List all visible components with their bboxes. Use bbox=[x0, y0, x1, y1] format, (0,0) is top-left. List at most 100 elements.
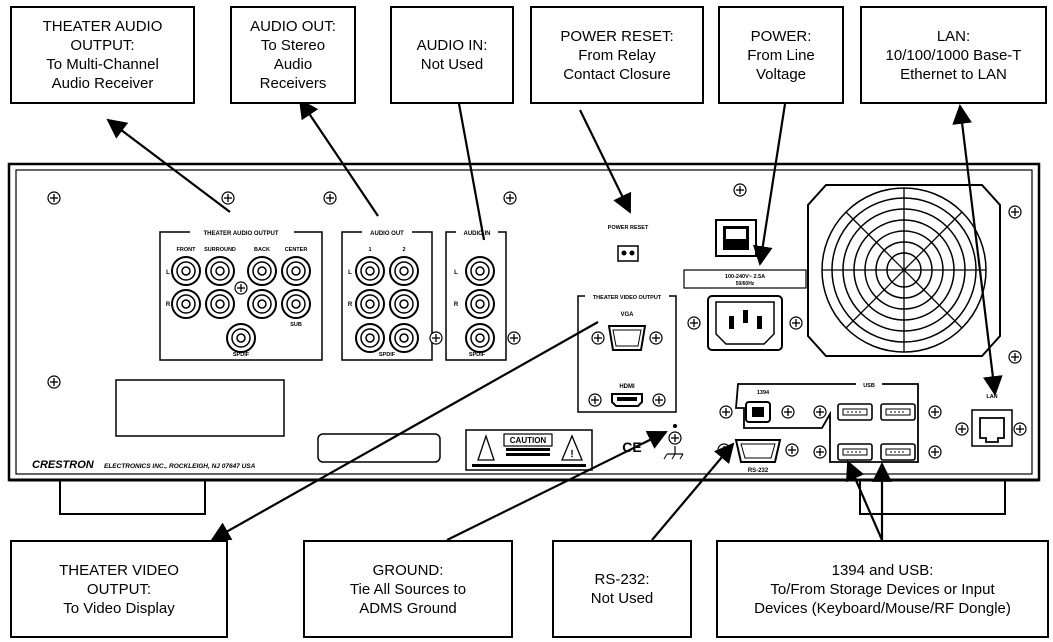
lan-label: LAN bbox=[986, 394, 997, 400]
channel-1-label: 1 bbox=[368, 247, 371, 253]
screw-icon bbox=[221, 191, 235, 205]
rca-jack[interactable] bbox=[355, 289, 385, 319]
screw-icon bbox=[507, 331, 521, 345]
right-channel-label: R bbox=[348, 302, 353, 308]
right-channel-label: R bbox=[166, 302, 171, 308]
rca-jack[interactable] bbox=[247, 289, 277, 319]
callout-text: 10/100/1000 Base-T bbox=[885, 46, 1022, 64]
center-label: CENTER bbox=[285, 247, 308, 253]
rs232-label: RS-232 bbox=[748, 468, 769, 474]
callout-audio-in: AUDIO IN: Not Used bbox=[390, 6, 514, 104]
callout-text: OUTPUT: bbox=[86, 580, 152, 598]
callout-text: GROUND: bbox=[372, 561, 444, 579]
power-reset-terminal[interactable] bbox=[617, 245, 639, 262]
callout-text: AUDIO IN: bbox=[416, 37, 488, 54]
callout-text: Audio bbox=[273, 56, 313, 73]
callout-text: From Relay bbox=[578, 46, 656, 64]
hdmi-label: HDMI bbox=[619, 384, 635, 390]
callout-text: Tie All Sources to bbox=[349, 580, 467, 598]
back-label: BACK bbox=[254, 247, 270, 253]
right-channel-label: R bbox=[454, 302, 459, 308]
callout-text: Devices (Keyboard/Mouse/RF Dongle) bbox=[754, 599, 1011, 617]
rca-jack[interactable] bbox=[389, 289, 419, 319]
callout-text: To Stereo bbox=[260, 37, 326, 54]
screw-icon bbox=[813, 405, 827, 419]
power-reset-label: POWER RESET bbox=[608, 225, 649, 231]
callout-text: To Video Display bbox=[63, 599, 175, 617]
port-1394-label: 1394 bbox=[757, 390, 770, 396]
callout-text: RS-232: bbox=[594, 571, 650, 588]
usb-label: USB bbox=[863, 383, 875, 389]
ground-icon bbox=[663, 446, 684, 460]
rca-jack[interactable] bbox=[171, 289, 201, 319]
callout-text: Receivers bbox=[259, 75, 327, 92]
screw-icon bbox=[789, 316, 803, 330]
screw-icon bbox=[813, 445, 827, 459]
vga-port[interactable] bbox=[607, 325, 647, 351]
surround-label: SURROUND bbox=[204, 247, 236, 253]
lightning-warning-icon bbox=[477, 433, 495, 461]
callout-text: Contact Closure bbox=[563, 65, 671, 83]
screw-icon bbox=[429, 331, 443, 345]
callout-text: AUDIO OUT: bbox=[250, 18, 336, 35]
callout-text: Voltage bbox=[755, 65, 807, 83]
crestron-logo: CRESTRON bbox=[32, 459, 95, 471]
ground-screw-icon[interactable] bbox=[668, 431, 682, 445]
rca-jack[interactable] bbox=[205, 256, 235, 286]
screw-icon bbox=[687, 316, 701, 330]
callout-lan: LAN: 10/100/1000 Base-T Ethernet to LAN bbox=[860, 6, 1047, 104]
left-channel-label: L bbox=[348, 270, 352, 276]
callout-ground: GROUND: Tie All Sources to ADMS Ground bbox=[303, 540, 513, 638]
callout-text: ADMS Ground bbox=[359, 599, 457, 617]
channel-2-label: 2 bbox=[402, 247, 405, 253]
spdif-label: SPDIF bbox=[469, 352, 486, 358]
left-channel-label: L bbox=[454, 270, 458, 276]
usb-1394-frame bbox=[735, 383, 919, 463]
callout-text: Audio Receiver bbox=[51, 75, 154, 92]
rca-jack[interactable] bbox=[281, 256, 311, 286]
usb-port[interactable] bbox=[837, 443, 873, 461]
rs232-port[interactable] bbox=[734, 439, 782, 463]
callout-text: LAN: bbox=[936, 27, 971, 45]
callout-text: THEATER VIDEO bbox=[59, 561, 179, 579]
rca-jack[interactable] bbox=[355, 323, 385, 353]
screw-icon bbox=[652, 393, 666, 407]
screw-icon bbox=[1013, 422, 1027, 436]
rca-jack[interactable] bbox=[247, 256, 277, 286]
rca-jack[interactable] bbox=[355, 256, 385, 286]
spdif-label: SPDIF bbox=[233, 352, 250, 358]
theater-audio-output-label: THEATER AUDIO OUTPUT bbox=[204, 231, 279, 237]
callout-rs232: RS-232: Not Used bbox=[552, 540, 692, 638]
rca-jack[interactable] bbox=[281, 289, 311, 319]
voltage-label: 100-240V~ 2.5A bbox=[725, 274, 765, 280]
foot-left bbox=[59, 479, 206, 515]
callout-text: 1394 and USB: bbox=[831, 561, 934, 579]
usb-port[interactable] bbox=[880, 403, 916, 421]
rca-jack[interactable] bbox=[226, 323, 256, 353]
callout-text: OUTPUT: bbox=[70, 37, 135, 54]
lan-port[interactable] bbox=[979, 417, 1005, 443]
callout-text: From Line bbox=[747, 46, 815, 64]
usb-port[interactable] bbox=[880, 443, 916, 461]
usb-port[interactable] bbox=[837, 403, 873, 421]
rca-jack[interactable] bbox=[389, 323, 419, 353]
voltage-rating-plate bbox=[683, 269, 807, 289]
screw-icon bbox=[1008, 205, 1022, 219]
callout-text: Not Used bbox=[420, 56, 484, 73]
left-channel-label: L bbox=[166, 270, 170, 276]
screw-icon bbox=[503, 191, 517, 205]
audio-in-label: AUDIO IN bbox=[464, 231, 491, 237]
rca-jack[interactable] bbox=[465, 323, 495, 353]
rca-jack[interactable] bbox=[171, 256, 201, 286]
rca-jack[interactable] bbox=[205, 289, 235, 319]
chassis-inner-edge bbox=[15, 169, 1033, 475]
rca-jack[interactable] bbox=[389, 256, 419, 286]
spdif-label: SPDIF bbox=[379, 352, 396, 358]
rca-jack[interactable] bbox=[465, 256, 495, 286]
screw-icon bbox=[47, 191, 61, 205]
screw-icon bbox=[47, 375, 61, 389]
callout-text: POWER RESET: bbox=[560, 27, 674, 45]
rca-jack[interactable] bbox=[465, 289, 495, 319]
foot-right bbox=[859, 479, 1006, 515]
